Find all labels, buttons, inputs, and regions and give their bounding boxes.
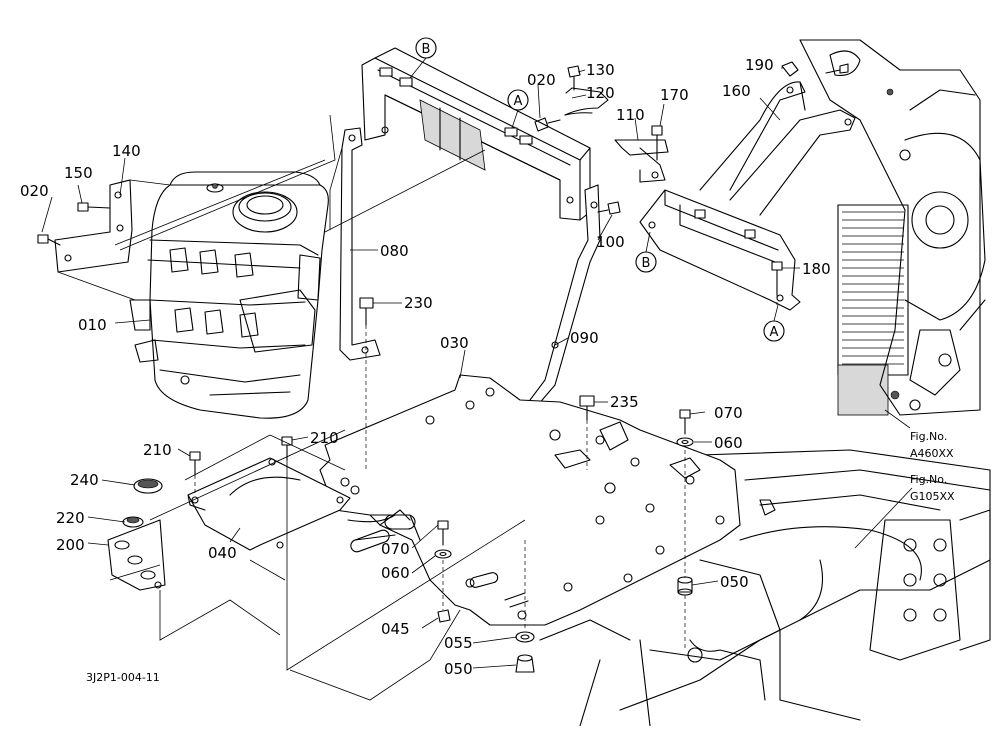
cushion-050-bottom <box>515 654 535 673</box>
fig-ref-label-2: Fig.No. <box>910 473 947 486</box>
label-050-bottom: 050 <box>444 660 473 678</box>
label-100: 100 <box>596 233 625 251</box>
label-240: 240 <box>70 471 99 489</box>
label-220: 220 <box>56 509 85 527</box>
bolt-180 <box>771 261 783 296</box>
label-160: 160 <box>722 82 751 100</box>
cushion-050-right <box>677 576 693 596</box>
bolt-230 <box>359 297 374 326</box>
rod-120 <box>564 87 609 116</box>
bracket-160 <box>639 81 856 311</box>
bolt-020-left <box>37 234 61 246</box>
nut-190 <box>781 61 799 77</box>
label-030: 030 <box>440 334 469 352</box>
bolt-020-top <box>534 117 561 132</box>
label-080: 080 <box>380 242 409 260</box>
label-170: 170 <box>660 86 689 104</box>
callout-b-right: B <box>635 231 657 273</box>
callout-b-top: B <box>409 37 437 79</box>
upper-frame-bracket <box>361 47 591 221</box>
label-020-left: 020 <box>20 182 49 200</box>
label-090: 090 <box>570 329 599 347</box>
figure-references: Fig.No. A460XX Fig.No. G105XX <box>910 430 955 503</box>
bolt-070-left <box>437 520 449 546</box>
cap-240 <box>133 478 163 494</box>
label-050-right: 050 <box>720 573 749 591</box>
label-070-left: 070 <box>381 540 410 558</box>
label-110: 110 <box>616 106 645 124</box>
label-130: 130 <box>586 61 615 79</box>
label-140: 140 <box>112 142 141 160</box>
fig-ref-code-2: G105XX <box>910 490 955 503</box>
bracket-110 <box>614 139 669 183</box>
label-020-top: 020 <box>527 71 556 89</box>
bolt-070-right <box>679 409 691 435</box>
fig-ref-code-1: A460XX <box>910 447 954 460</box>
bolt-100 <box>597 201 621 215</box>
label-060-right: 060 <box>714 434 743 452</box>
callout-a-right: A <box>763 304 785 342</box>
callout-a-right-label: A <box>770 325 779 340</box>
base-plate-030 <box>319 374 741 626</box>
grommet-220 <box>122 516 144 528</box>
label-180: 180 <box>802 260 831 278</box>
engine-radiator-background <box>799 39 986 416</box>
part-labels: 010 020 020 030 040 045 050 050 055 060 … <box>20 56 831 678</box>
support-080 <box>329 127 381 361</box>
callout-b-top-label: B <box>422 42 431 57</box>
bolt-top-right <box>825 63 849 74</box>
washer-055 <box>515 631 535 643</box>
label-210-left: 210 <box>143 441 172 459</box>
bolt-130 <box>567 65 581 91</box>
cover-200 <box>107 519 166 591</box>
label-010: 010 <box>78 316 107 334</box>
label-230: 230 <box>404 294 433 312</box>
washer-060-left <box>434 549 452 559</box>
clip-045 <box>437 609 451 623</box>
label-040: 040 <box>208 544 237 562</box>
label-055: 055 <box>444 634 473 652</box>
bolt-150 <box>77 202 111 212</box>
label-190: 190 <box>745 56 774 74</box>
washer-060-right <box>676 437 694 447</box>
plate-040 <box>187 457 351 551</box>
label-120: 120 <box>586 84 615 102</box>
label-150: 150 <box>64 164 93 182</box>
callout-a-top: A <box>507 89 529 129</box>
label-210-right: 210 <box>310 429 339 447</box>
label-045: 045 <box>381 620 410 638</box>
label-060-left: 060 <box>381 564 410 582</box>
label-235: 235 <box>610 393 639 411</box>
label-200: 200 <box>56 536 85 554</box>
fig-ref-label-1: Fig.No. <box>910 430 947 443</box>
bolt-170 <box>651 125 663 161</box>
callout-b-right-label: B <box>642 256 651 271</box>
callout-a-top-label: A <box>514 94 523 109</box>
bolt-210-left <box>189 451 201 476</box>
leader-lines <box>41 67 913 701</box>
air-cleaner-010 <box>129 171 329 419</box>
bolt-235 <box>579 395 595 421</box>
drawing-code: 3J2P1-004-11 <box>86 671 160 684</box>
bracket-140 <box>54 179 171 301</box>
frame-chassis-background <box>539 449 991 727</box>
label-070-right: 070 <box>714 404 743 422</box>
